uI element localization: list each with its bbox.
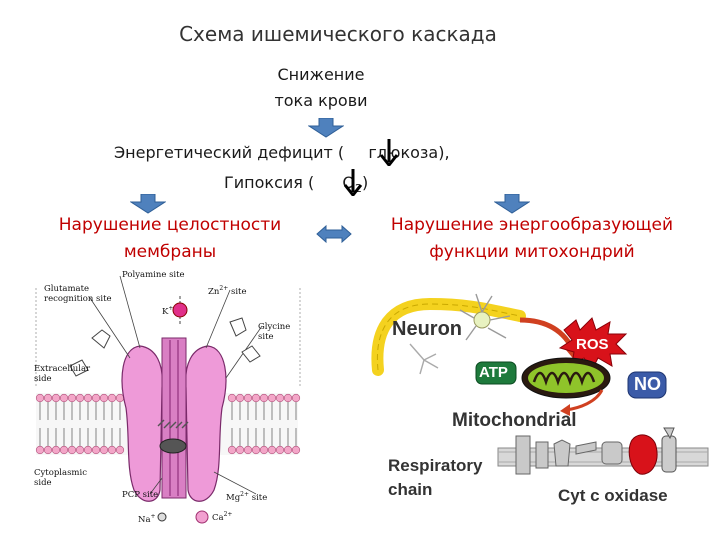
glutamate-site-label: Glutamate recognition site	[44, 284, 112, 304]
mg-sup: 2+	[240, 491, 250, 498]
branch-membrane-line2: мембраны	[123, 242, 217, 262]
zn-site-label: Zn2+ site	[208, 284, 246, 297]
ca-sup: 2+	[223, 511, 233, 518]
glutamate-line1: Glutamate	[44, 284, 90, 294]
polyamine-site-label: Polyamine site	[122, 270, 185, 280]
extracellular-label: Extracellular side	[34, 364, 90, 384]
extracellular-line2: side	[34, 374, 52, 384]
k-sup: +	[168, 305, 174, 312]
na-text: Na	[138, 514, 151, 525]
branch-mitochondria: Нарушение энергообразующей функции митох…	[358, 212, 706, 266]
ca-ion-label: Ca2+	[212, 510, 232, 523]
thick-down-arrow-icon	[343, 168, 363, 200]
no-label: NO	[634, 374, 661, 394]
na-sup: +	[150, 513, 156, 520]
neuron-icon	[459, 293, 511, 341]
respiratory-line1: Respiratory	[388, 456, 483, 475]
atp-label: ATP	[479, 364, 508, 381]
k-ion-label: K+	[162, 304, 173, 317]
receptor-figure: Polyamine site Glutamate recognition sit…	[30, 268, 310, 530]
page-title: Схема ишемического каскада	[179, 22, 497, 46]
step-hypoxia-text-b: )	[362, 173, 369, 192]
branch-membrane: Нарушение целостности мембраны	[30, 212, 310, 266]
respiratory-chain-label: Respiratory chain	[388, 454, 482, 502]
glycine-line1: Glycine	[258, 322, 291, 332]
mg-tail: site	[249, 492, 268, 503]
ros-label: ROS	[576, 336, 609, 353]
step-blood-flow-line2: тока крови	[274, 91, 368, 110]
glutamate-line2: recognition site	[44, 294, 112, 304]
receptor-drawing	[35, 275, 301, 524]
extracellular-line1: Extracellular	[34, 364, 91, 374]
respiratory-line2: chain	[388, 480, 433, 499]
ros-burst-icon	[558, 317, 628, 371]
cytoplasmic-line1: Cytoplasmic	[34, 468, 87, 478]
down-arrow-icon	[494, 194, 530, 214]
cytoplasmic-label: Cytoplasmic side	[34, 468, 87, 488]
step-blood-flow: Снижение тока крови	[230, 62, 412, 114]
branch-membrane-line1: Нарушение целостности	[58, 215, 282, 235]
mitochondria-drawing	[371, 293, 709, 475]
step-energy-deficit: Энергетический дефицит ( глюкоза),	[114, 140, 534, 166]
down-arrow-icon	[308, 118, 344, 138]
pcp-site-label: PCP site	[122, 490, 159, 500]
zn-text: Zn	[208, 286, 220, 297]
k-text: K	[162, 306, 169, 317]
thick-down-arrow-icon	[379, 138, 399, 170]
ca-text: Ca	[212, 512, 224, 523]
cytoplasmic-line2: side	[34, 478, 52, 488]
mitochondrial-label: Mitochondrial	[452, 410, 577, 431]
neuron-label: Neuron	[392, 318, 462, 340]
zn-sup: 2+	[219, 285, 229, 292]
step-blood-flow-line1: Снижение	[277, 65, 365, 84]
branch-mitochondria-line1: Нарушение энергообразующей	[390, 215, 674, 235]
mg-text: Mg	[226, 492, 241, 503]
cyt-c-oxidase-label: Cyt c oxidase	[558, 486, 668, 505]
na-ion-label: Na+	[138, 512, 156, 525]
zn-tail: site	[228, 286, 247, 297]
mitochondria-figure: Neuron ROS ATP NO Mitochondrial Respirat…	[370, 290, 710, 518]
down-arrow-icon	[130, 194, 166, 214]
step-energy-deficit-text-a: Энергетический дефицит (	[114, 143, 345, 162]
glycine-line2: site	[258, 332, 274, 342]
mitochondrion-icon	[521, 357, 611, 399]
step-hypoxia-text-a: Гипоксия (	[224, 173, 315, 192]
branch-mitochondria-line2: функции митохондрий	[429, 242, 635, 262]
glycine-site-label: Glycine site	[258, 322, 290, 342]
step-hypoxia: Гипоксия ( O2)	[224, 170, 444, 202]
double-arrow-icon	[316, 224, 352, 244]
mg-site-label: Mg2+ site	[226, 490, 267, 503]
